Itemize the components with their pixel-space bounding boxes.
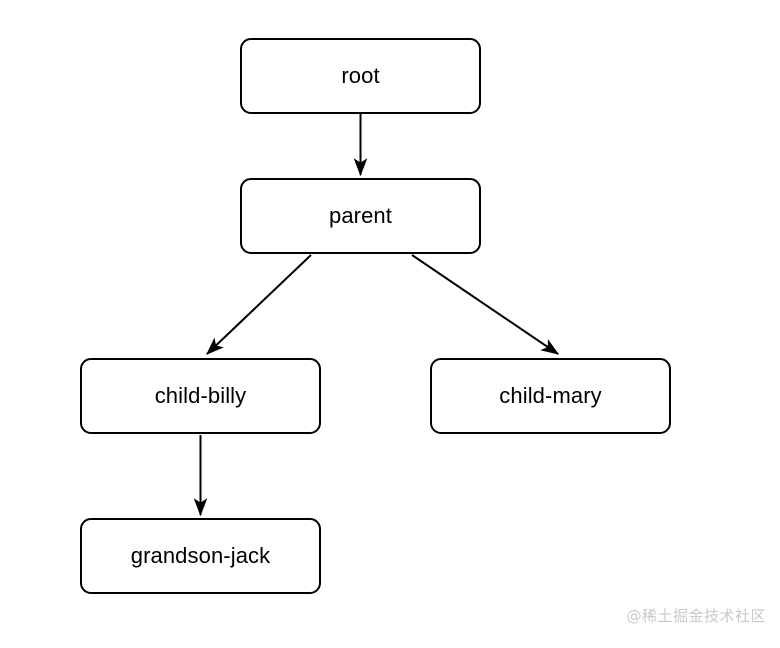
watermark: @稀土掘金技术社区: [626, 607, 766, 625]
node-grandson-jack[interactable]: grandson-jack: [80, 518, 321, 594]
node-child-billy[interactable]: child-billy: [80, 358, 321, 434]
node-parent-label: parent: [329, 203, 392, 228]
node-child-billy-label: child-billy: [154, 383, 247, 408]
node-child-mary[interactable]: child-mary: [430, 358, 671, 434]
edge-parent-to-child-billy: [206, 254, 312, 355]
node-root-label: root: [341, 63, 380, 88]
node-parent[interactable]: parent: [240, 178, 481, 254]
node-root[interactable]: root: [240, 38, 481, 114]
edge-parent-to-child-mary: [411, 254, 559, 355]
node-child-mary-label: child-mary: [499, 383, 602, 408]
node-grandson-jack-label: grandson-jack: [130, 543, 271, 568]
